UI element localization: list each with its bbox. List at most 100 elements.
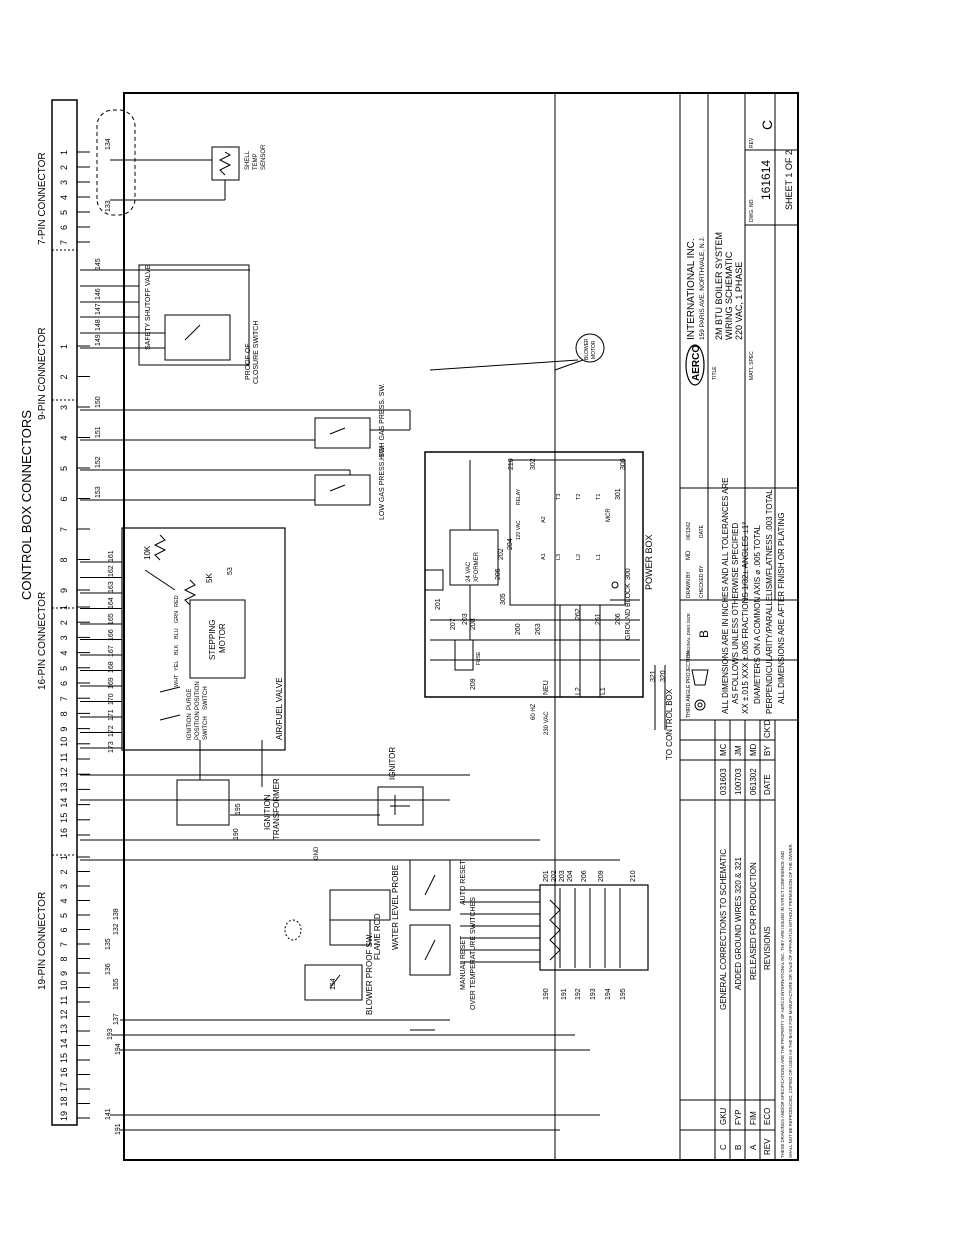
- tolerance-line-2: AS FOLLOWS UNLESS OTHERWISE SPECIFIED: [731, 523, 740, 704]
- relay-pin-t1: T1: [596, 494, 602, 500]
- fuse-box: [454, 639, 474, 671]
- pin-c7-2: 2: [59, 165, 69, 170]
- aerco-logo-text: AERCO: [691, 345, 702, 381]
- projection-circle-center: [697, 702, 703, 708]
- hz60-label: 60 HZ: [531, 703, 537, 720]
- pin-c16-9: 9: [59, 727, 69, 732]
- projection-cone-symbol: [691, 669, 709, 686]
- rev-a-rev: A: [749, 1144, 758, 1150]
- ignition-transformer-label-1: IGNITION: [263, 794, 272, 830]
- wire-201: 201: [435, 598, 442, 610]
- manual-reset-switch-box: [409, 924, 451, 976]
- wire-193: 193: [107, 1028, 114, 1040]
- wire-135: 135: [105, 938, 112, 950]
- pin-c16-4: 4: [59, 651, 69, 656]
- wire-204: 204: [507, 538, 514, 550]
- shell-temp-label-3: SENSOR: [261, 144, 267, 170]
- pin-c16-11: 11: [59, 753, 69, 762]
- connector-7-label: 7-PIN CONNECTOR: [37, 152, 48, 245]
- sheet-border: [123, 92, 799, 1161]
- rev-c-rev: C: [719, 1144, 728, 1150]
- pin-c16-10: 10: [59, 737, 69, 747]
- wire-132: 132: [113, 923, 120, 935]
- wire-173: 173: [108, 741, 115, 753]
- ignition-transformer-box: [176, 779, 230, 826]
- rev-b-eco: FYP: [734, 1109, 743, 1125]
- wire-155: 155: [113, 978, 120, 990]
- pin-c19-9: 9: [59, 971, 69, 976]
- terminal-202: 202: [551, 870, 558, 882]
- rev-a-date: 061302: [749, 768, 758, 795]
- dwg-no: 161614: [759, 160, 773, 200]
- pin-c19-10: 10: [59, 980, 69, 990]
- blower-proof-switch-box: [304, 964, 363, 1001]
- company-block: AERCO INTERNATIONAL INC. 159 PARIS AVE. …: [685, 120, 794, 386]
- pin-c16-14: 14: [59, 798, 69, 808]
- terminal-191: 191: [561, 988, 568, 1000]
- vac220-label: 230 VAC: [544, 711, 550, 735]
- ignition-switch-label-1: IGNITION: [187, 713, 193, 740]
- pin-c16-8: 8: [59, 711, 69, 716]
- xformer-label-1: 24 VAC: [466, 561, 472, 582]
- wire-color-wht: WHT: [174, 674, 180, 687]
- wire-141: 141: [105, 1108, 112, 1120]
- rev-header-eco: ECO: [763, 1108, 772, 1125]
- wire-203: 203: [462, 613, 469, 625]
- relay-box: [509, 459, 626, 606]
- checked-by-label: CHECKED BY: [699, 565, 705, 598]
- revision-table: REV ECO REVISIONS DATE BY CK'D C GKU GEN…: [719, 719, 793, 1158]
- wire-162: 162: [108, 565, 115, 577]
- wire-149: 149: [95, 334, 102, 346]
- pin-c16-7: 7: [59, 696, 69, 701]
- wire-171: 171: [108, 709, 115, 721]
- wire-194: 194: [115, 1043, 122, 1055]
- connector-19-label: 19-PIN CONNECTOR: [37, 892, 48, 990]
- terminal-206: 206: [581, 870, 588, 882]
- shell-temp-label-2: TEMP: [253, 153, 259, 170]
- low-gas-switch-box: [314, 474, 371, 506]
- title-line-2: WIRING SCHEMATIC: [724, 251, 734, 340]
- ignitor-box: [377, 786, 424, 826]
- connector-strip: CONTROL BOX CONNECTORS 19-PIN CONNECTOR …: [19, 99, 90, 1126]
- wire-210: 210: [508, 458, 515, 470]
- schematic-body: REV ECO REVISIONS DATE BY CK'D C GKU GEN…: [19, 93, 798, 1160]
- pin-c16-3: 3: [59, 635, 69, 640]
- wire-146: 146: [95, 288, 102, 300]
- title-line-3: 220 VAC, 1 PHASE: [734, 262, 744, 340]
- rev-header-ckd: CK'D: [763, 719, 772, 738]
- pin-c9-6: 6: [59, 496, 69, 501]
- pin-c16-1: 1: [59, 605, 69, 610]
- stepping-motor-label-2: MOTOR: [218, 623, 227, 653]
- auto-reset-label: AUTO RESET: [460, 860, 467, 905]
- wire-190: 190: [233, 828, 240, 840]
- tolerance-line-5: PERPENDICULARITY/PARALLELISM/FLATNESS .0…: [765, 489, 774, 714]
- tolerance-notes: ALL DIMENSIONS ARE IN INCHES AND ALL TOL…: [686, 477, 786, 718]
- wire-color-yel: YEL: [174, 661, 180, 671]
- stepping-motor-label-1: STEPPING: [208, 620, 217, 660]
- pot-5k-label: 5K: [205, 573, 214, 583]
- wire-208: 208: [470, 618, 477, 630]
- rev-header-date: DATE: [763, 774, 772, 795]
- pin-c19-15: 15: [59, 1053, 69, 1063]
- safety-shutoff-label: SAFETY SHUTOFF VALVE: [145, 264, 152, 350]
- pin-c9-8: 8: [59, 557, 69, 562]
- blower-motor: [575, 333, 605, 363]
- wire-205: 205: [495, 568, 502, 580]
- terminal-193: 193: [590, 988, 597, 1000]
- pin-c19-13: 13: [59, 1024, 69, 1034]
- wire-260: 260: [515, 623, 522, 635]
- proof-closure-box: [164, 314, 231, 361]
- terminal-strip-box: [539, 884, 649, 971]
- rev-c-date: 031603: [719, 768, 728, 795]
- air-fuel-valve-wires: [80, 561, 122, 749]
- relay-pin-t2: T2: [576, 494, 582, 500]
- wire-134: 134: [105, 138, 112, 150]
- bus-wires: [80, 774, 620, 1131]
- date-label: DATE: [699, 524, 705, 538]
- neu-label: NEU: [543, 680, 550, 695]
- terminal-wires: [460, 889, 540, 963]
- wire-166: 166: [108, 629, 115, 641]
- purge-switch-label-3: SWITCH: [203, 686, 209, 710]
- wire-169: 169: [108, 677, 115, 689]
